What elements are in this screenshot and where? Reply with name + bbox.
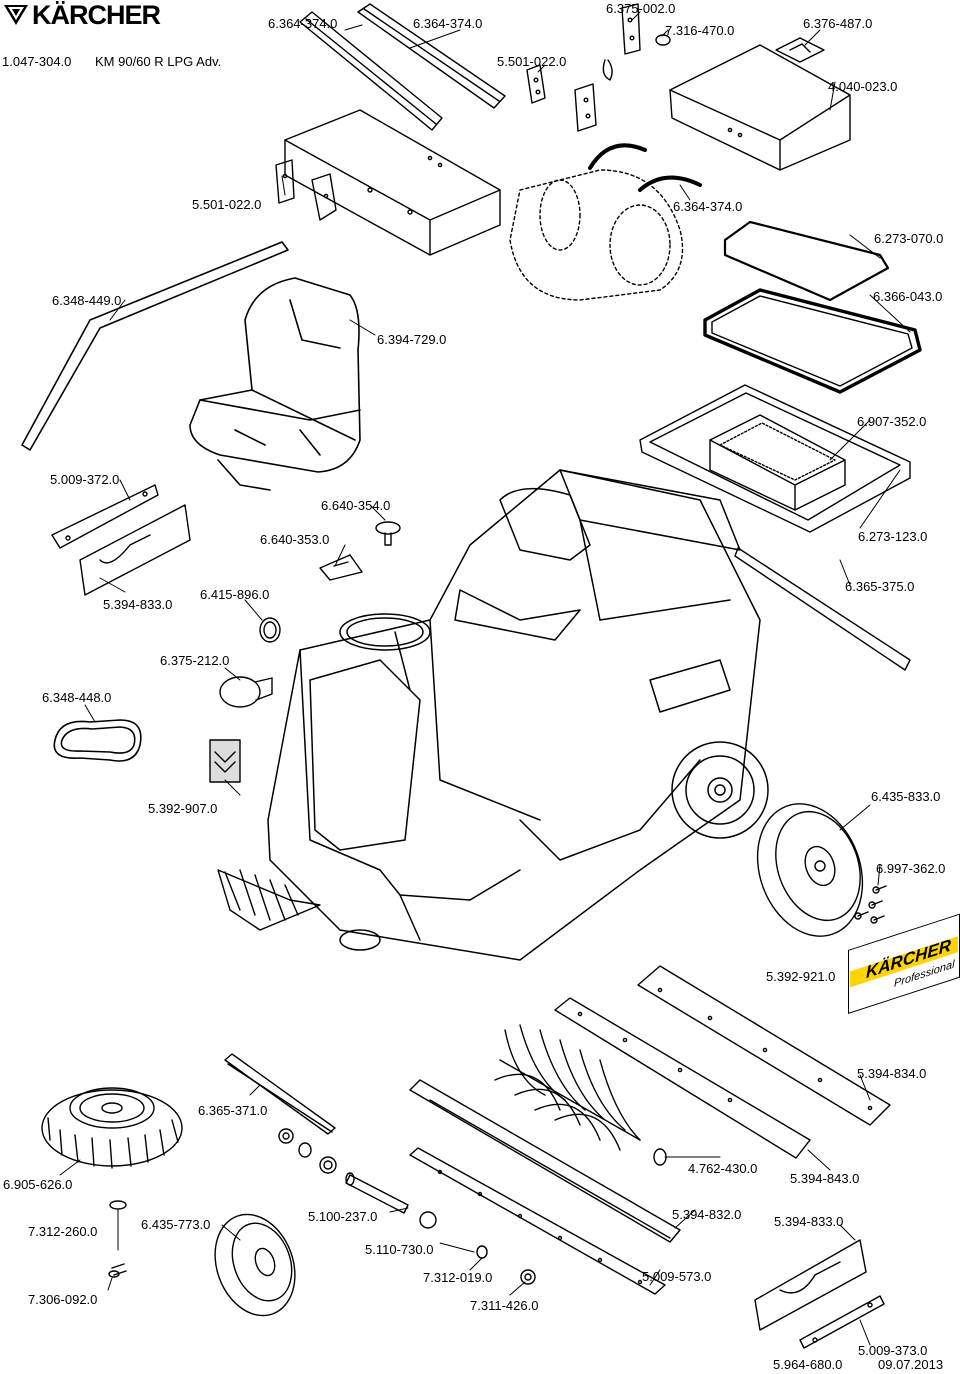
- side-plate-right-lower: [799, 1295, 885, 1349]
- part-label: 5.009-373.0: [858, 1343, 928, 1358]
- part-label: 6.364-374.0: [268, 16, 338, 31]
- brand-wordmark: KÄRCHER: [32, 0, 161, 30]
- filter-cartridge: [709, 414, 846, 511]
- part-label: 6.273-123.0: [858, 529, 928, 544]
- chevron-label: [209, 739, 241, 783]
- side-plate-right-upper: [754, 1239, 867, 1331]
- small-cover: [319, 554, 363, 581]
- hose-clamp: [259, 617, 281, 643]
- part-label: 6.640-353.0: [260, 532, 330, 547]
- rail-left: [299, 11, 443, 131]
- part-label: 7.316-470.0: [665, 23, 735, 38]
- part-label: 6.905-626.0: [3, 1177, 73, 1192]
- roller-brush: [494, 1024, 667, 1166]
- part-label: 4.762-430.0: [688, 1161, 758, 1176]
- part-label: 7.312-260.0: [28, 1224, 98, 1239]
- wheel-left: [214, 1213, 296, 1317]
- side-plate-upper: [51, 484, 159, 549]
- part-label: 5.392-907.0: [148, 801, 218, 816]
- leader-lines: [59, 11, 911, 1346]
- part-label: 6.273-070.0: [874, 231, 944, 246]
- side-plate-lower: [79, 504, 191, 596]
- part-label: 6.376-487.0: [803, 16, 873, 31]
- part-label: 6.907-352.0: [857, 414, 927, 429]
- part-label: 5.394-833.0: [774, 1214, 844, 1229]
- blade-5009-573: [409, 1147, 666, 1295]
- cover: [669, 44, 851, 171]
- part-label: 5.394-843.0: [790, 1171, 860, 1186]
- part-label: 4.040-023.0: [828, 79, 898, 94]
- drawing-date: 09.07.2013: [878, 1357, 944, 1372]
- blade-5394-843: [554, 997, 811, 1159]
- sweeper-machine: [267, 469, 769, 961]
- part-label: 7.306-092.0: [28, 1292, 98, 1307]
- document-number: 1.047-304.0: [2, 54, 72, 69]
- kaercher-logo: KÄRCHER: [2, 0, 162, 30]
- screw-7306-092: [108, 1263, 127, 1278]
- machine-side-brush: [217, 869, 321, 931]
- filter-tray: [639, 384, 911, 533]
- part-label: 6.365-371.0: [198, 1103, 268, 1118]
- part-label: 6.435-773.0: [141, 1217, 211, 1232]
- part-label: 6.364-374.0: [673, 199, 743, 214]
- part-label: 6.435-833.0: [871, 789, 941, 804]
- part-label: 6.997-362.0: [876, 861, 946, 876]
- shaft-parts: [278, 1128, 536, 1285]
- part-label: 6.394-729.0: [377, 332, 447, 347]
- part-label: 5.009-372.0: [50, 472, 120, 487]
- part-label: 7.311-426.0: [470, 1298, 539, 1313]
- part-label: 5.501-022.0: [192, 197, 262, 212]
- part-label: 5.110-730.0: [365, 1242, 434, 1257]
- side-brush: [41, 1087, 183, 1169]
- clip: [602, 34, 671, 81]
- part-label: 6.348-448.0: [42, 690, 112, 705]
- wheel-right: [756, 803, 864, 937]
- belt-short: [53, 719, 142, 762]
- part-label: 6.415-896.0: [200, 587, 270, 602]
- part-label: 6.366-043.0: [873, 289, 943, 304]
- warning-decal: [775, 37, 825, 63]
- bracket-left: [275, 159, 337, 221]
- lpg-tank: [509, 169, 684, 301]
- bumper: [219, 676, 273, 708]
- belt-long: [21, 241, 289, 451]
- part-label: 5.392-921.0: [766, 969, 836, 984]
- part-label: 5.100-237.0: [308, 1209, 378, 1224]
- part-label: 5.009-573.0: [642, 1269, 712, 1284]
- seat: [189, 277, 361, 491]
- tray-plate: [284, 109, 501, 256]
- rail-right: [357, 3, 506, 109]
- part-label: 6.348-449.0: [52, 293, 122, 308]
- part-label: 6.640-354.0: [321, 498, 391, 513]
- part-label: 5.501-022.0: [497, 54, 567, 69]
- bolts: [854, 885, 887, 924]
- part-label: 6.375-002.0: [606, 1, 676, 16]
- bracket-upper-right: [574, 3, 641, 132]
- part-label: 5.394-832.0: [672, 1207, 742, 1222]
- model-name: KM 90/60 R LPG Adv.: [95, 54, 222, 69]
- part-label: 7.312-019.0: [423, 1270, 493, 1285]
- drawing-number: 5.964-680.0: [773, 1357, 843, 1372]
- squeegee-strip: [224, 1053, 336, 1135]
- washer-7312-260: [109, 1200, 127, 1210]
- part-label: 5.394-834.0: [857, 1066, 927, 1081]
- part-label: 5.394-833.0: [103, 597, 173, 612]
- blade-5394-834: [637, 965, 891, 1126]
- gasket-thin: [723, 220, 890, 302]
- bracket-top: [526, 64, 546, 104]
- part-label: 6.375-212.0: [160, 653, 230, 668]
- hose-2: [638, 175, 702, 192]
- hose-1: [588, 143, 647, 170]
- blade-5394-832: [409, 1079, 681, 1243]
- knob: [375, 521, 401, 546]
- gasket-thick: [703, 288, 922, 394]
- part-label: 6.365-375.0: [845, 579, 915, 594]
- seal-strip: [734, 547, 911, 671]
- part-label: 6.364-374.0: [413, 16, 483, 31]
